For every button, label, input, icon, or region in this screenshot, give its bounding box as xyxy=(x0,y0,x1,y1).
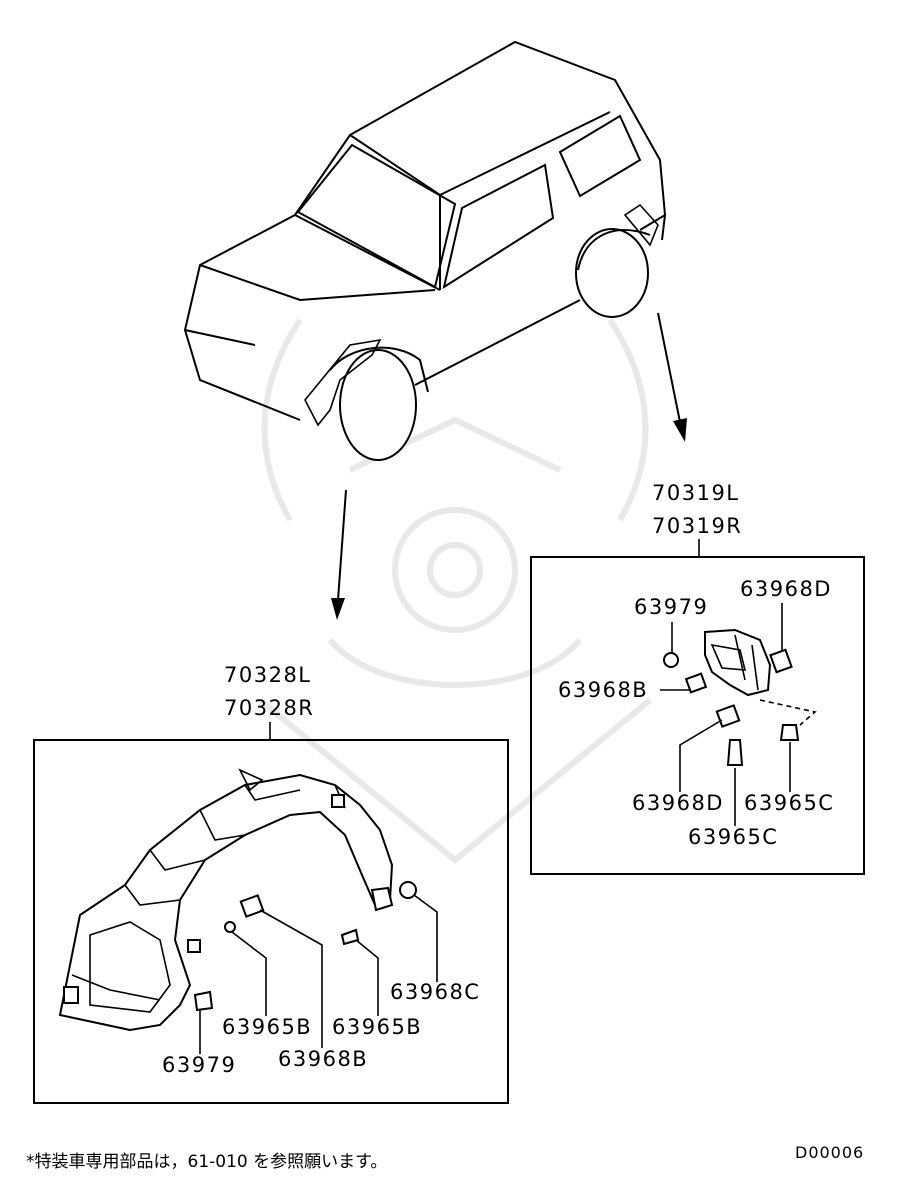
callout-rear-63965c-bottom: 63965C xyxy=(688,825,778,849)
rear-arrow xyxy=(657,312,687,442)
callout-rear-63968d-bottom: 63968D xyxy=(632,791,724,815)
watermark-emblem xyxy=(258,318,652,864)
callout-front-63965b-right: 63965B xyxy=(332,1015,422,1039)
vehicle-outline xyxy=(183,40,667,461)
callout-front-63965b-left: 63965B xyxy=(222,1015,312,1039)
front-fasteners xyxy=(193,881,417,1012)
front-detail-box xyxy=(33,739,509,1104)
callout-front-upper-l: 70328L xyxy=(224,663,312,687)
front-liner-part xyxy=(58,768,394,1032)
callout-rear-63968b: 63968B xyxy=(558,678,648,702)
callout-front-63968b: 63968B xyxy=(278,1047,368,1071)
callout-rear-upper-r: 70319R xyxy=(652,514,742,538)
rear-mudguard-part xyxy=(663,628,817,766)
callout-front-63979: 63979 xyxy=(162,1053,236,1077)
diagram-code: D00006 xyxy=(795,1143,864,1162)
callout-rear-upper-l: 70319L xyxy=(652,481,740,505)
callout-rear-63979: 63979 xyxy=(634,595,708,619)
callout-rear-63965c-right: 63965C xyxy=(744,791,834,815)
front-arrow xyxy=(331,489,347,620)
callout-front-upper-r: 70328R xyxy=(224,696,314,720)
rear-detail-box xyxy=(530,556,865,875)
footnote: *特装車専用部品は，61-010 を参照願います。 xyxy=(26,1152,387,1172)
callout-front-63968c: 63968C xyxy=(390,980,480,1004)
callout-rear-63968d-top: 63968D xyxy=(740,577,832,601)
